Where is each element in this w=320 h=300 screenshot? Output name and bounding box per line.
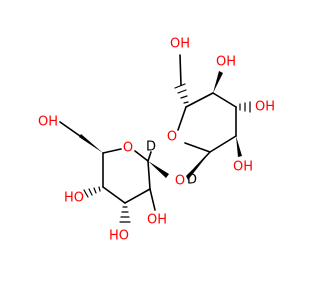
bond-c5-o (102, 148, 122, 154)
hydroxyl-bottom-label: HO (109, 229, 129, 244)
deuterium-top-label: D (146, 140, 156, 155)
wedge-c4p-oh (213, 71, 223, 93)
hydroxyl-left-top-label: OH (38, 115, 58, 130)
bond-c2-c3 (124, 188, 151, 204)
bond-c2p-c1p (209, 135, 237, 153)
deuterium-bottom-label: D (187, 173, 197, 188)
bond-c2-oh (149, 188, 156, 211)
hydroxyl-left-bottom-label: HO (64, 191, 84, 206)
wedge-c5-c6 (79, 134, 103, 153)
bond-c1-c2 (147, 160, 151, 190)
ring-oxygen-left-label: O (123, 141, 133, 156)
wedge-c2p-oh (236, 136, 242, 157)
wedge-c1p-o (186, 152, 210, 180)
hash-c4-oh (83, 186, 101, 198)
atom-labels: OH OH OH OH O O D D O OH HO HO OH (38, 37, 275, 244)
right-ring-bonds (174, 54, 251, 180)
left-ring-bonds (59, 121, 169, 223)
wedge-c1-o (148, 161, 169, 178)
bond-c6p-oh (179, 54, 182, 86)
hash-c5p-c6p (174, 83, 189, 104)
bond-c3-c4 (102, 186, 126, 204)
hash-c3-oh (119, 206, 131, 223)
glycosidic-oxygen-label: O (175, 174, 185, 189)
bond-c6-oh (59, 121, 81, 137)
hydroxyl-top-label: OH (170, 37, 190, 52)
bond-c1p-o (184, 142, 211, 153)
bond-c4p-c3p (212, 92, 237, 108)
bond-c5p-c4p (185, 92, 214, 108)
bond-o-c5p (177, 106, 187, 131)
hydroxyl-bottom-right-label: OH (147, 213, 167, 228)
bond-o-c1 (134, 150, 149, 162)
ring-oxygen-right-label: O (167, 130, 177, 145)
molecular-structure-diagram: OH OH OH OH O O D D O OH HO HO OH (38, 37, 275, 244)
hydroxyl-right-label: OH (255, 100, 275, 115)
hydroxyl-right-bottom-label: OH (233, 160, 253, 175)
bond-c1-d (147, 151, 152, 162)
hash-c3p-oh (239, 101, 251, 113)
hydroxyl-right-top-label: OH (216, 55, 236, 70)
